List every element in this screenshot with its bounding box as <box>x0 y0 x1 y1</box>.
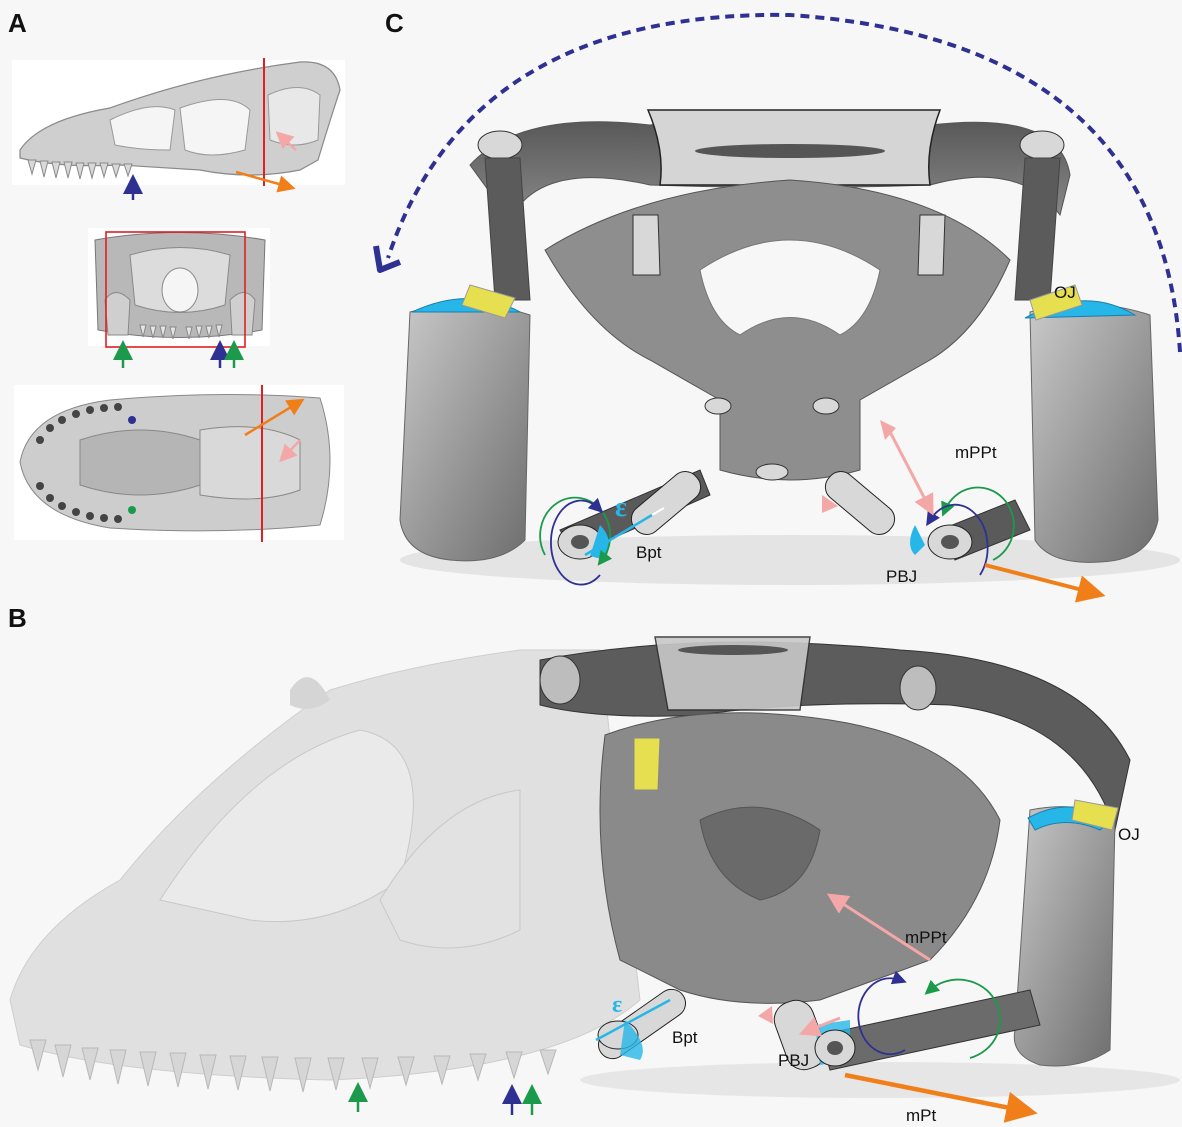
label-mppt: mPPt <box>955 443 997 462</box>
epsilon-symbol: ε <box>615 492 627 523</box>
skull-lateral-view <box>12 58 345 200</box>
skull-posterior-view <box>88 228 270 368</box>
panel-c: ε OJ mPPt Bpt PBJ <box>376 15 1180 592</box>
epsilon-symbol: ε <box>612 992 622 1018</box>
label-bpt: Bpt <box>636 543 662 562</box>
label-oj: OJ <box>1054 283 1076 302</box>
label-mpt: mPt <box>906 1106 937 1125</box>
skull-ventral-view <box>14 385 344 542</box>
label-mppt: mPPt <box>905 928 947 947</box>
label-bpt: Bpt <box>672 1028 698 1047</box>
panel-a <box>12 58 345 542</box>
label-oj: OJ <box>1118 825 1140 844</box>
panel-b: ε OJ mPPt Bpt PBJ mPt <box>10 637 1180 1125</box>
label-pbj: PBJ <box>778 1051 809 1070</box>
label-pbj: PBJ <box>886 567 917 586</box>
mppt-arrow <box>888 428 928 505</box>
pink-triangle <box>758 1006 773 1024</box>
